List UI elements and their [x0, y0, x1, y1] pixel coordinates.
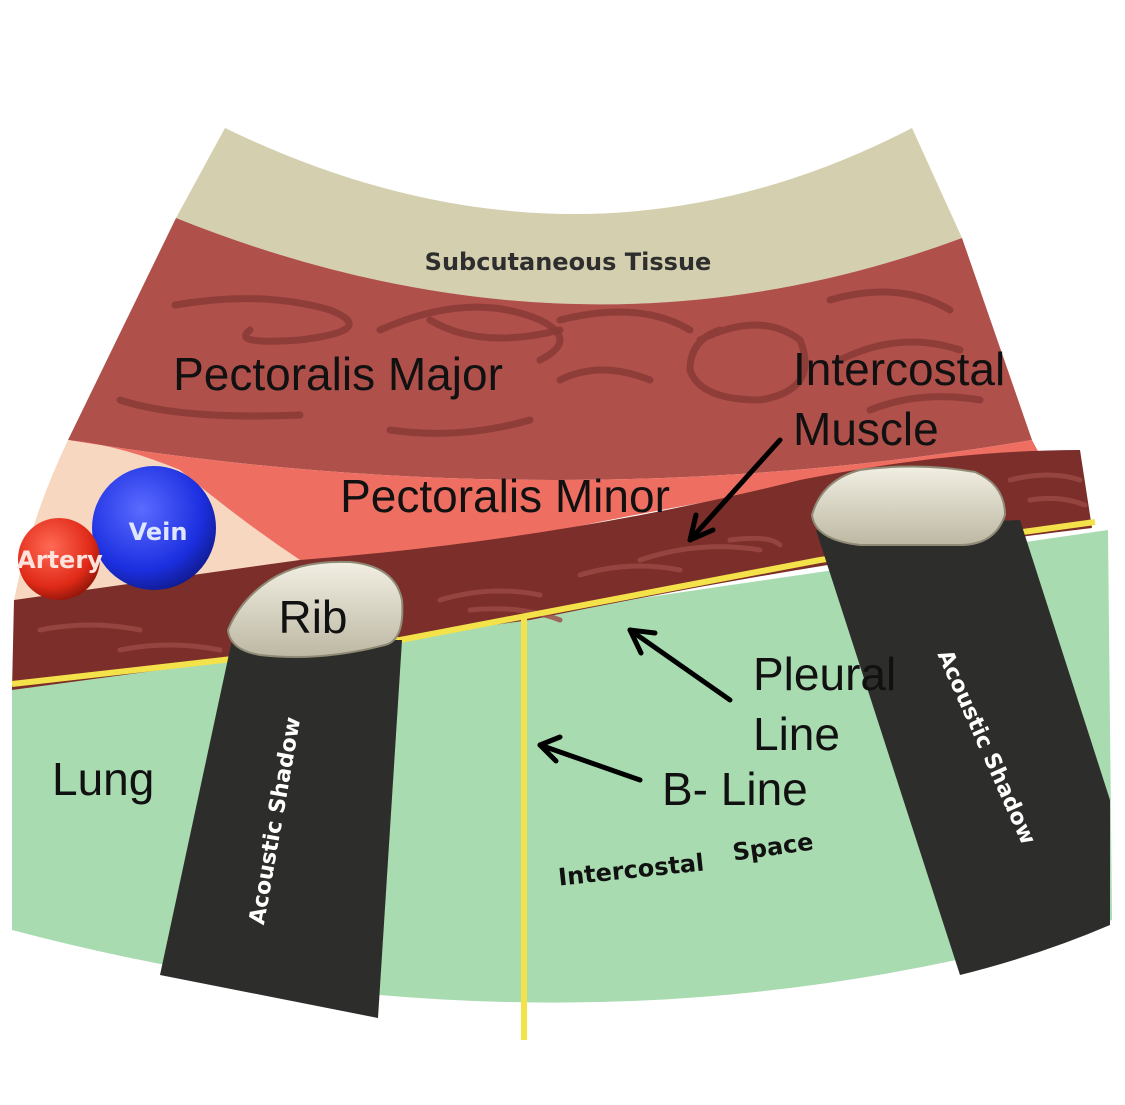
pectoralis-minor-layer [68, 440, 1040, 560]
b-line-label: B- Line [662, 763, 808, 815]
b-line-arrow [537, 742, 643, 783]
intercostal-muscle-arrow [687, 437, 783, 543]
intercostal-muscle-label-line1: Intercostal [793, 343, 1005, 395]
vein-label: Vein [129, 518, 188, 546]
left-acoustic-shadow [160, 640, 402, 1018]
pectoralis-major-label: Pectoralis Major [173, 348, 503, 400]
left-rib [226, 560, 404, 658]
lung-label: Lung [52, 753, 154, 805]
pleural-line-label-line1: Pleural [753, 648, 896, 700]
vein [92, 466, 216, 590]
artery [18, 518, 100, 600]
intercostal-muscle-label-line2: Muscle [793, 403, 939, 455]
right-rib [810, 465, 1007, 546]
artery-label: Artery [17, 546, 103, 574]
arrows [537, 437, 783, 783]
subcutaneous-tissue-layer [176, 128, 962, 305]
intercostal-muscle-fibers [37, 472, 1088, 653]
pleural-line [11, 519, 1096, 687]
pectoralis-major-layer [68, 218, 1032, 480]
pleural-line-arrow [627, 627, 733, 703]
pleural-line-label-line2: Line [753, 708, 840, 760]
pectoralis-minor-label: Pectoralis Minor [340, 470, 670, 522]
rib-label: Rib [278, 591, 347, 643]
right-acoustic-shadow [816, 520, 1110, 975]
subcutaneous-tissue-label: Subcutaneous Tissue [425, 248, 712, 276]
pectoralis-major-fibers [116, 288, 984, 437]
